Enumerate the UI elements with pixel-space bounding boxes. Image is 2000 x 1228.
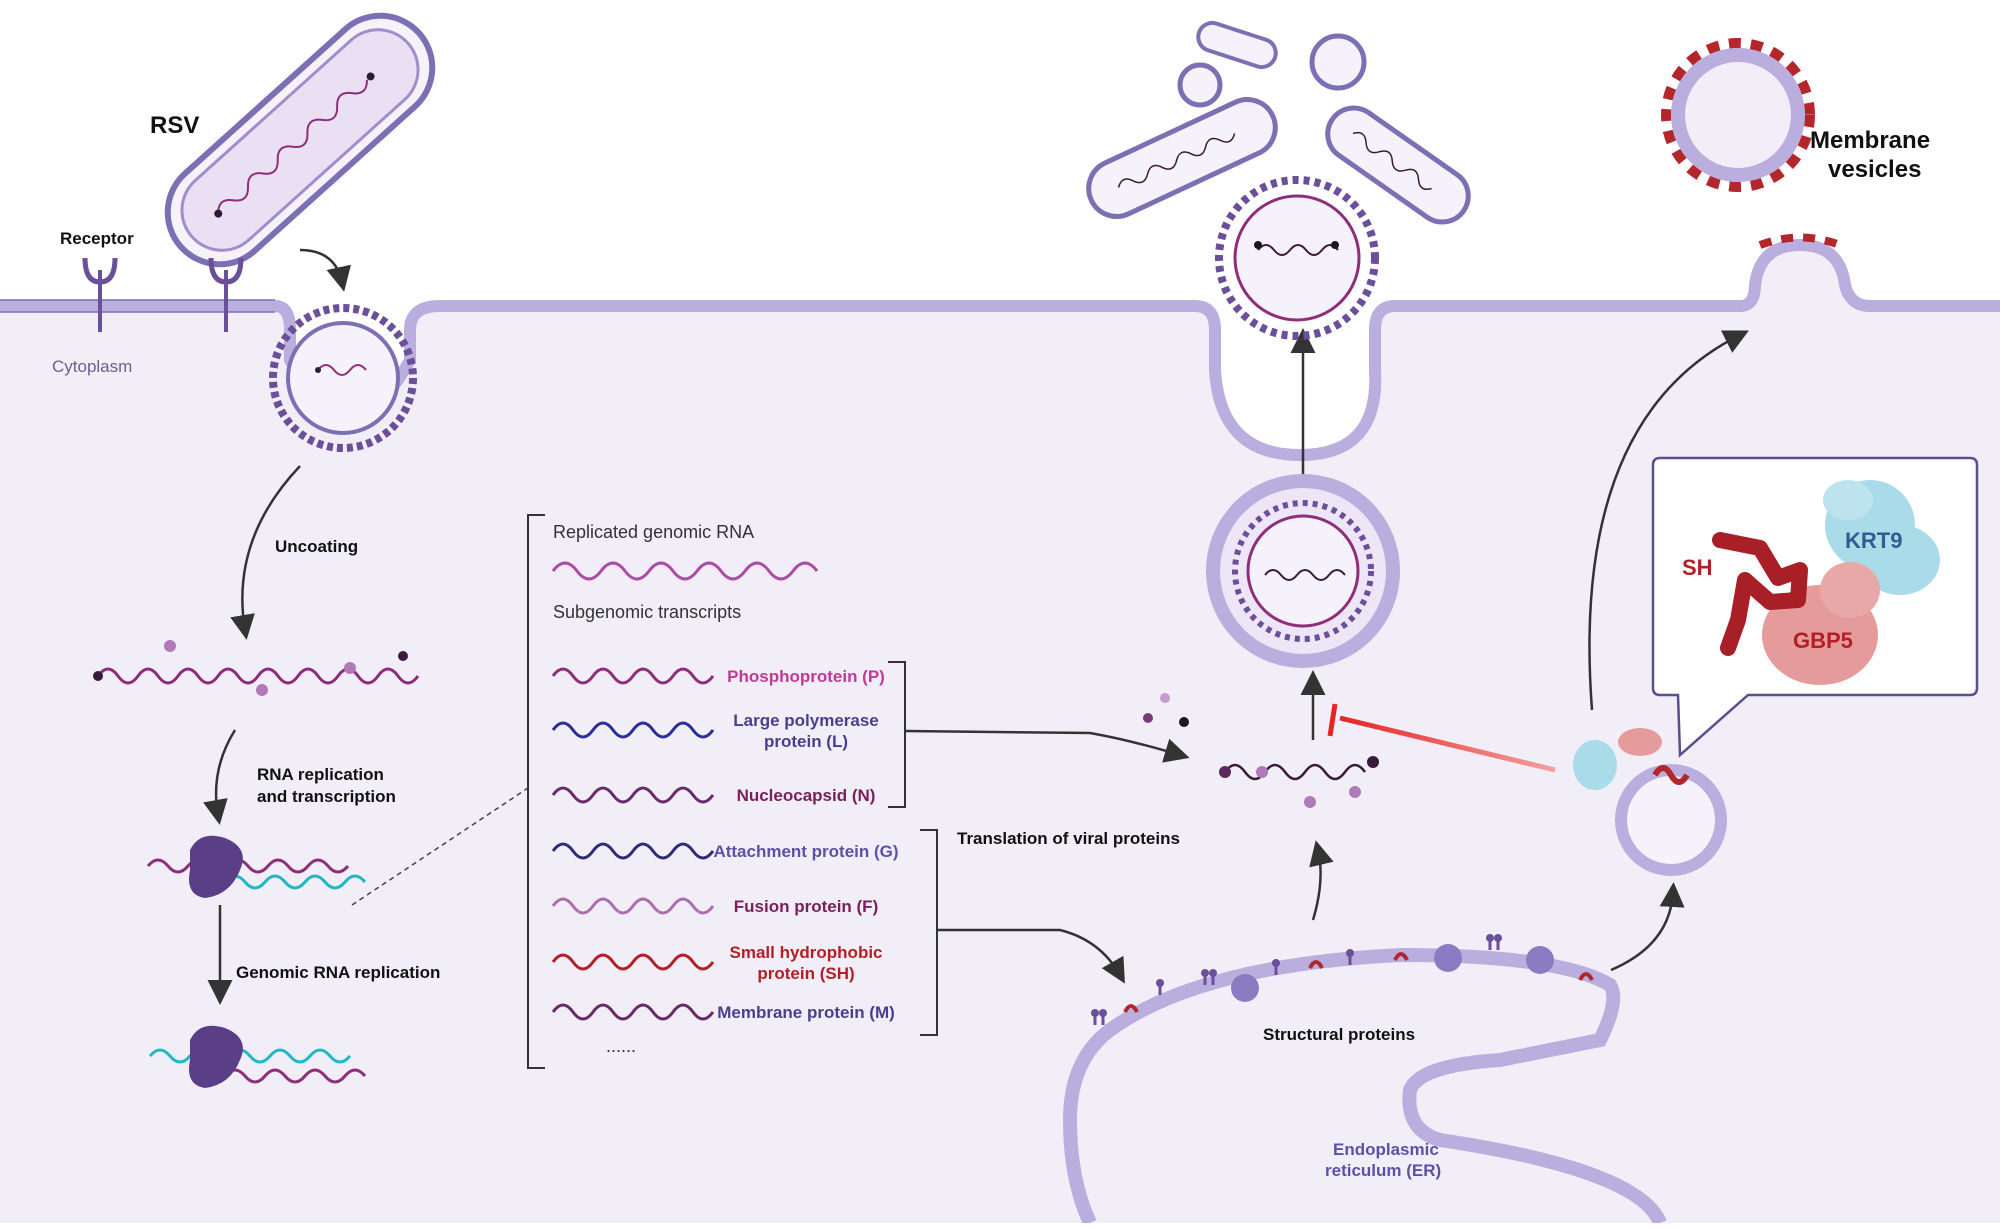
transcript-label: Small hydrophobic — [729, 943, 882, 962]
receptor — [82, 257, 244, 332]
translation-label: Translation of viral proteins — [957, 829, 1180, 848]
er-label-2: reticulum (ER) — [1325, 1161, 1441, 1180]
transcript-label: Membrane protein (M) — [717, 1003, 895, 1022]
polymerase-replication — [148, 1025, 367, 1088]
structural-proteins-label: Structural proteins — [1263, 1025, 1415, 1044]
transcript-label: protein (L) — [764, 732, 848, 751]
transcript-wave — [551, 897, 715, 915]
transcripts-bracket — [527, 514, 545, 1069]
rsv-label: RSV — [150, 112, 199, 139]
krt9-protein — [1823, 480, 1940, 595]
membrane-vesicles-label-2: vesicles — [1828, 156, 1921, 183]
sh-label: SH — [1682, 555, 1713, 580]
genomic-rna — [93, 640, 420, 696]
gbp5-protein — [1762, 562, 1880, 685]
er-structural-proteins — [1089, 932, 1594, 1027]
endocytosed-virion — [269, 304, 417, 452]
transcript-wave — [551, 953, 715, 971]
transcript-label: Fusion protein (F) — [734, 897, 878, 916]
vesicle-virion — [1206, 474, 1400, 668]
transcript-wave — [551, 667, 715, 685]
sh-vesicle — [1573, 728, 1727, 876]
rna-replication-label-2: and transcription — [257, 787, 396, 806]
membrane-vesicles-label-1: Membrane — [1810, 127, 1930, 154]
transcript-wave — [551, 721, 715, 739]
rsv-virion — [164, 12, 436, 268]
transcript-wave — [551, 1003, 715, 1021]
subgenomic-transcripts-label: Subgenomic transcripts — [553, 602, 741, 622]
krt9-label: KRT9 — [1845, 528, 1902, 553]
cytoplasm-label: Cytoplasm — [52, 357, 132, 376]
transcript-wave — [551, 842, 715, 860]
cytoplasm-area — [0, 245, 2000, 1223]
ellipsis: ...... — [606, 1036, 636, 1056]
rnp-complex — [1143, 693, 1379, 808]
polymerase-transcription — [146, 835, 367, 898]
uncoating-label: Uncoating — [275, 537, 358, 556]
budding-virion — [1215, 176, 1379, 340]
inhibition-line — [1339, 715, 1556, 773]
endoplasmic-reticulum — [1062, 947, 1667, 1226]
replicated-genomic-rna-label: Replicated genomic RNA — [553, 522, 754, 542]
transcript-label: protein (SH) — [757, 964, 854, 983]
released-virions — [1086, 20, 1471, 225]
transcript-label: Nucleocapsid (N) — [737, 786, 876, 805]
transcript-label: Large polymerase — [733, 711, 879, 730]
transcript-wave — [551, 786, 715, 804]
receptor-label: Receptor — [60, 229, 134, 248]
transcript-list: Phosphoprotein (P) Large polymerase protei… — [551, 667, 899, 1022]
gbp5-label: GBP5 — [1793, 628, 1853, 653]
transcript-label: Phosphoprotein (P) — [727, 667, 885, 686]
rna-replication-label-1: RNA replication — [257, 765, 384, 784]
membrane-vesicle — [1661, 38, 1815, 192]
er-label-1: Endoplasmic — [1333, 1140, 1439, 1159]
sh-protein — [1712, 532, 1808, 656]
transcript-label: Attachment protein (G) — [713, 842, 898, 861]
genomic-rna-replication-label: Genomic RNA replication — [236, 963, 440, 982]
